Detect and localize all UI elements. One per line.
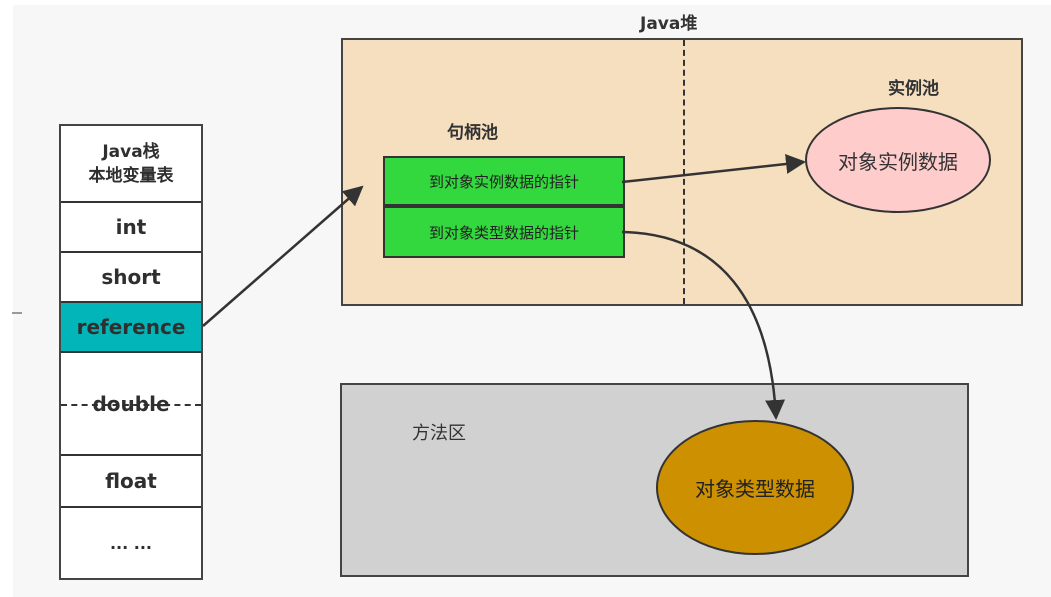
method-area-region: 方法区 — [340, 383, 969, 577]
stack-subtitle: 本地变量表 — [88, 165, 174, 186]
handle-pool-label: 句柄池 — [447, 123, 498, 143]
stack-slot-int: int — [61, 203, 201, 253]
edge-tick-mark — [12, 312, 22, 314]
heap-title: Java堆 — [640, 14, 698, 34]
slot-label: double — [92, 391, 170, 416]
handle-label: 到对象实例数据的指针 — [428, 172, 579, 191]
slot-label: int — [115, 215, 147, 239]
java-stack-table: Java栈 本地变量表 int short reference double f… — [59, 124, 203, 580]
stack-title: Java栈 — [102, 141, 160, 162]
type-data-label: 对象类型数据 — [695, 477, 815, 501]
slot-label: ... ... — [109, 533, 153, 553]
handle-type-pointer: 到对象类型数据的指针 — [383, 206, 625, 258]
stack-header: Java栈 本地变量表 — [61, 126, 201, 203]
slot-label: short — [101, 265, 161, 289]
stack-slot-float: float — [61, 456, 201, 508]
stack-slot-reference: reference — [61, 303, 201, 353]
instance-data-ellipse: 对象实例数据 — [805, 107, 991, 213]
slot-label: float — [105, 469, 157, 493]
instance-data-label: 对象实例数据 — [838, 149, 958, 174]
stack-slot-ellipsis: ... ... — [61, 508, 201, 578]
instance-pool-label: 实例池 — [888, 79, 939, 99]
handle-instance-pointer: 到对象实例数据的指针 — [383, 156, 625, 206]
type-data-ellipse: 对象类型数据 — [656, 420, 854, 555]
slot-label: reference — [76, 315, 186, 339]
heap-dashed-divider — [683, 40, 685, 304]
stack-slot-double: double — [61, 353, 201, 456]
double-split-dashed-line — [61, 403, 201, 406]
stack-slot-short: short — [61, 253, 201, 303]
method-area-label: 方法区 — [412, 423, 466, 444]
handle-label: 到对象类型数据的指针 — [428, 223, 579, 242]
